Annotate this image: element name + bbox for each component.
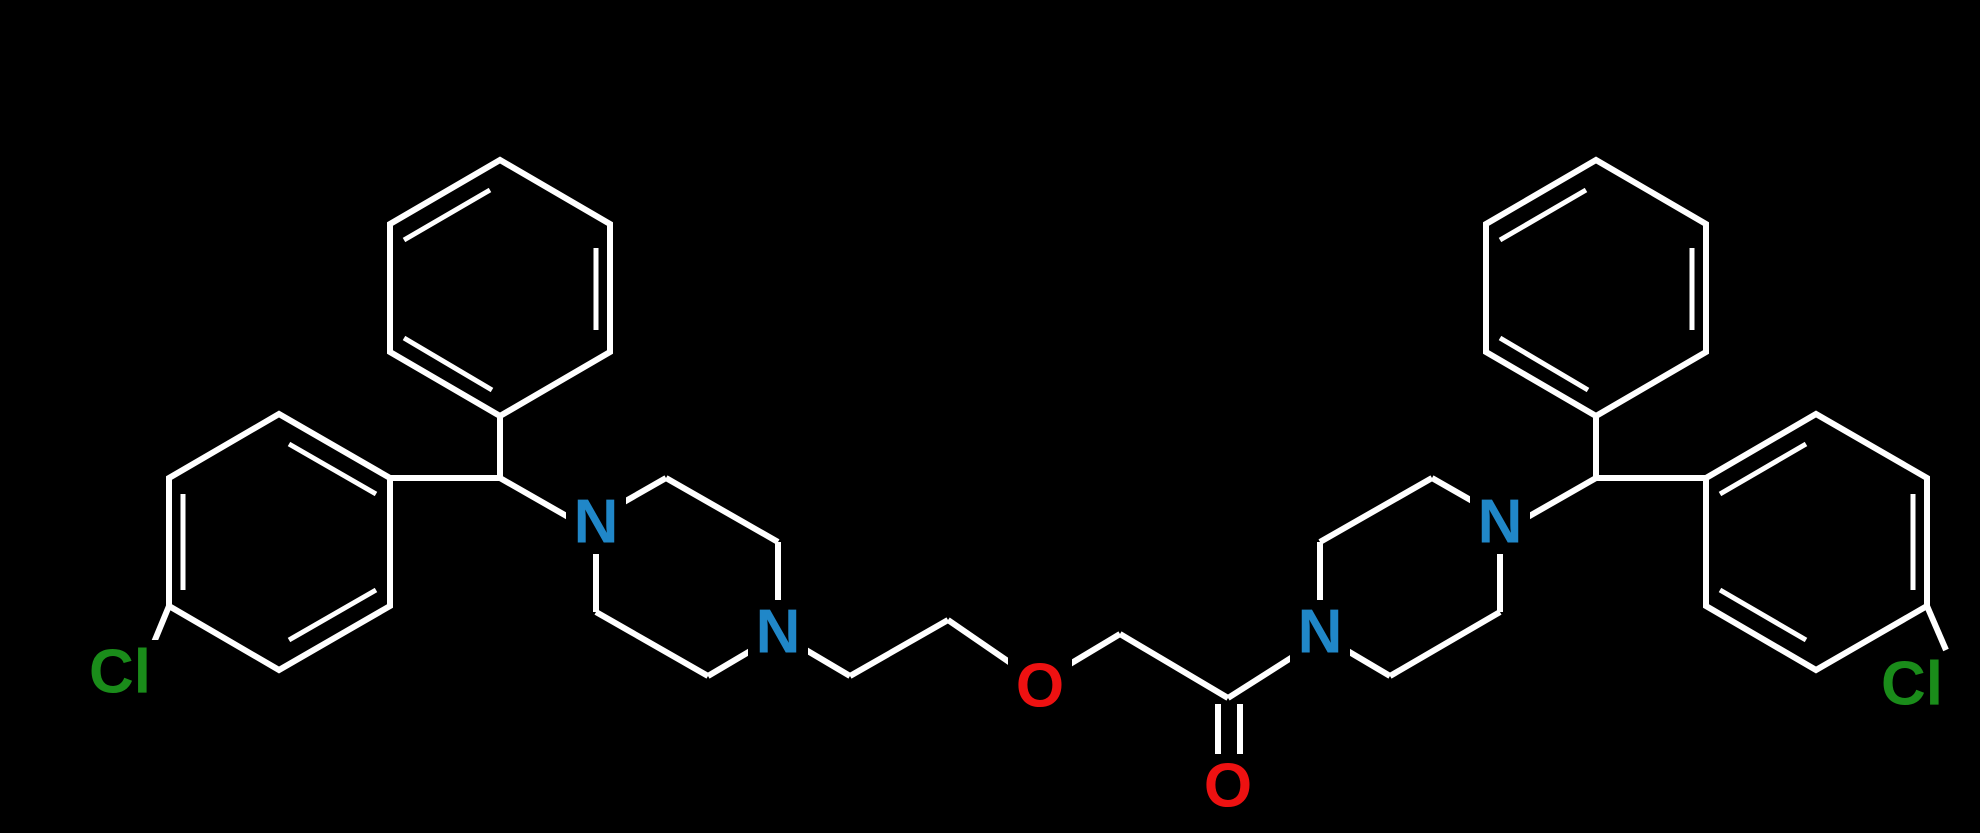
atom-label-n-right-1: N: [1478, 488, 1523, 557]
left-ch-to-n1-bond: [498, 475, 572, 521]
atom-label-n-left-2: N: [756, 598, 801, 667]
n-left-1-label-mask: [566, 490, 626, 554]
o-carbonyl-label-mask: [1196, 754, 1260, 818]
linker-ch2c-to-carbonyl-c-bond: [1118, 631, 1230, 701]
atom-label-n-right-2: N: [1298, 598, 1343, 667]
atom-label-o-ether: O: [1016, 652, 1064, 721]
linker-ch2b-to-ether-o-bond: [946, 617, 1014, 667]
left-phenyl-inner-bond-3: [402, 335, 494, 393]
cl-right-label-mask: [1874, 652, 1952, 716]
atom-label-cl-right: Cl: [1881, 650, 1943, 719]
left-piperazine-ring: [593, 475, 781, 679]
left-piperazine-bond-c2-c3: [664, 475, 780, 545]
n-right-1-label-mask: [1470, 490, 1530, 554]
right-chlorophenyl-inner-bond-2: [1718, 441, 1808, 497]
left-chlorophenyl-inner-bond-3: [287, 587, 378, 643]
linker-ch2a-to-ch2b-bond: [848, 617, 950, 679]
n-left-2-label-mask: [748, 600, 808, 664]
o-ether-label-mask: [1008, 654, 1072, 718]
left-piperazine-bond-n2-c5: [706, 647, 754, 679]
left-piperazine-bond-c5-c6: [594, 609, 710, 679]
atom-label-o-carbonyl: O: [1204, 752, 1252, 821]
right-piperazine-bond-c6-c5: [1388, 609, 1502, 679]
linker-ether-o-to-ch2c-bond: [1068, 631, 1122, 667]
atom-label-n-left-1: N: [574, 488, 619, 557]
right-cl-bond: [1924, 604, 1949, 652]
right-phenyl-inner-bond-1: [1498, 187, 1588, 243]
n-right-2-label-mask: [1290, 600, 1350, 664]
atom-label-group: Cl N N O O N N Cl: [82, 488, 1952, 821]
right-n1-to-ch-bond: [1524, 475, 1598, 521]
right-chlorophenyl-inner-bond-3: [1718, 587, 1808, 643]
right-phenyl-inner-bond-3: [1498, 335, 1590, 393]
carbonyl-c-to-amide-n-bond: [1226, 653, 1296, 701]
right-piperazine-ring: [1317, 475, 1503, 679]
linker-n2-to-ch2a-bond: [804, 647, 852, 679]
atom-label-cl-left: Cl: [89, 638, 151, 707]
left-chlorophenyl-inner-bond-2: [287, 441, 378, 497]
right-piperazine-bond-c5-n2: [1344, 647, 1392, 679]
left-piperazine-bond-n1-c2: [622, 475, 668, 505]
cl-left-label-mask: [82, 640, 160, 704]
right-piperazine-bond-c3-c2: [1318, 475, 1434, 545]
right-piperazine-bond-c2-n1: [1430, 475, 1476, 505]
left-phenyl-inner-bond-1: [402, 187, 492, 243]
